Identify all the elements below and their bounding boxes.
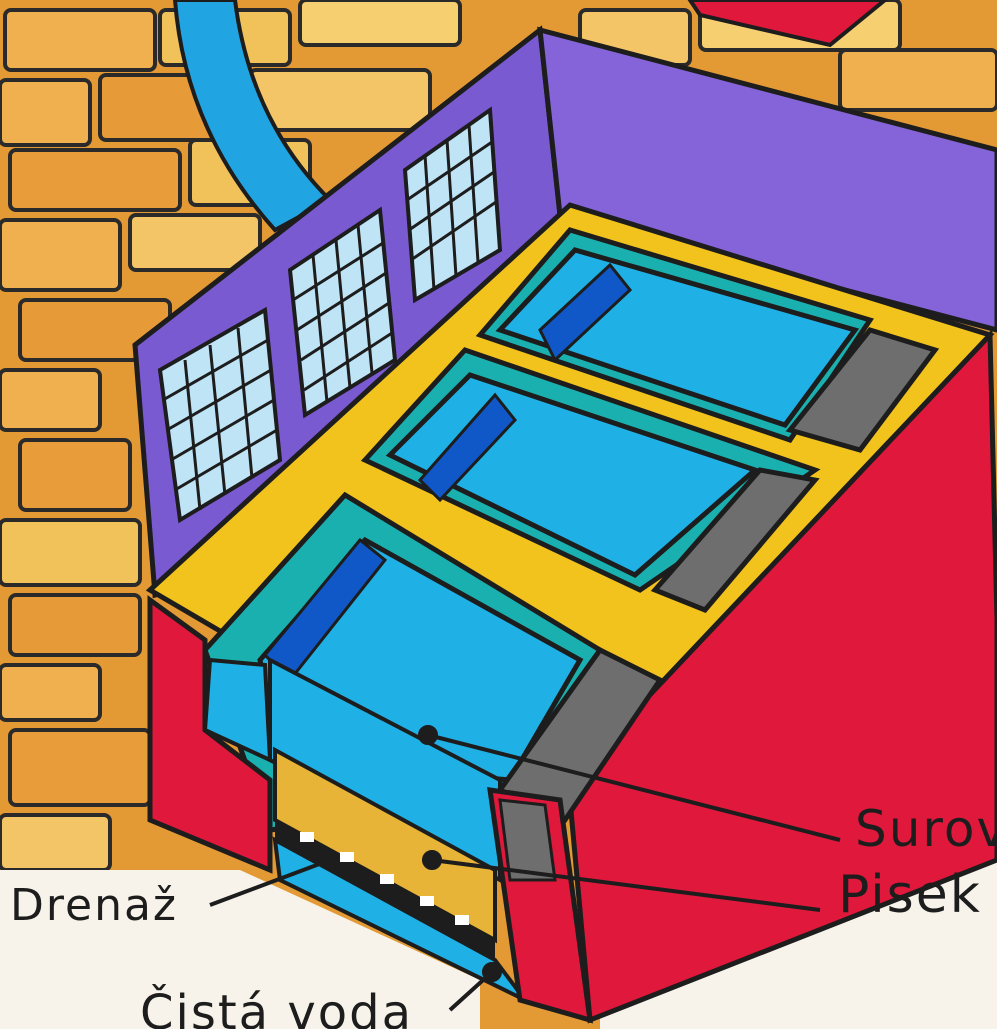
basin-2 <box>360 347 821 613</box>
label-surova: Surov <box>855 800 997 858</box>
label-drenaz: Drenaž <box>10 880 179 931</box>
purple-wall-right <box>537 26 997 333</box>
red-roof <box>687 0 889 48</box>
label-pisek: Pisek <box>838 865 982 925</box>
basin-3 <box>475 227 940 453</box>
front-red-wall <box>147 595 273 874</box>
drain-layer <box>275 820 495 960</box>
label-cista-voda: Čistá voda <box>140 985 414 1029</box>
